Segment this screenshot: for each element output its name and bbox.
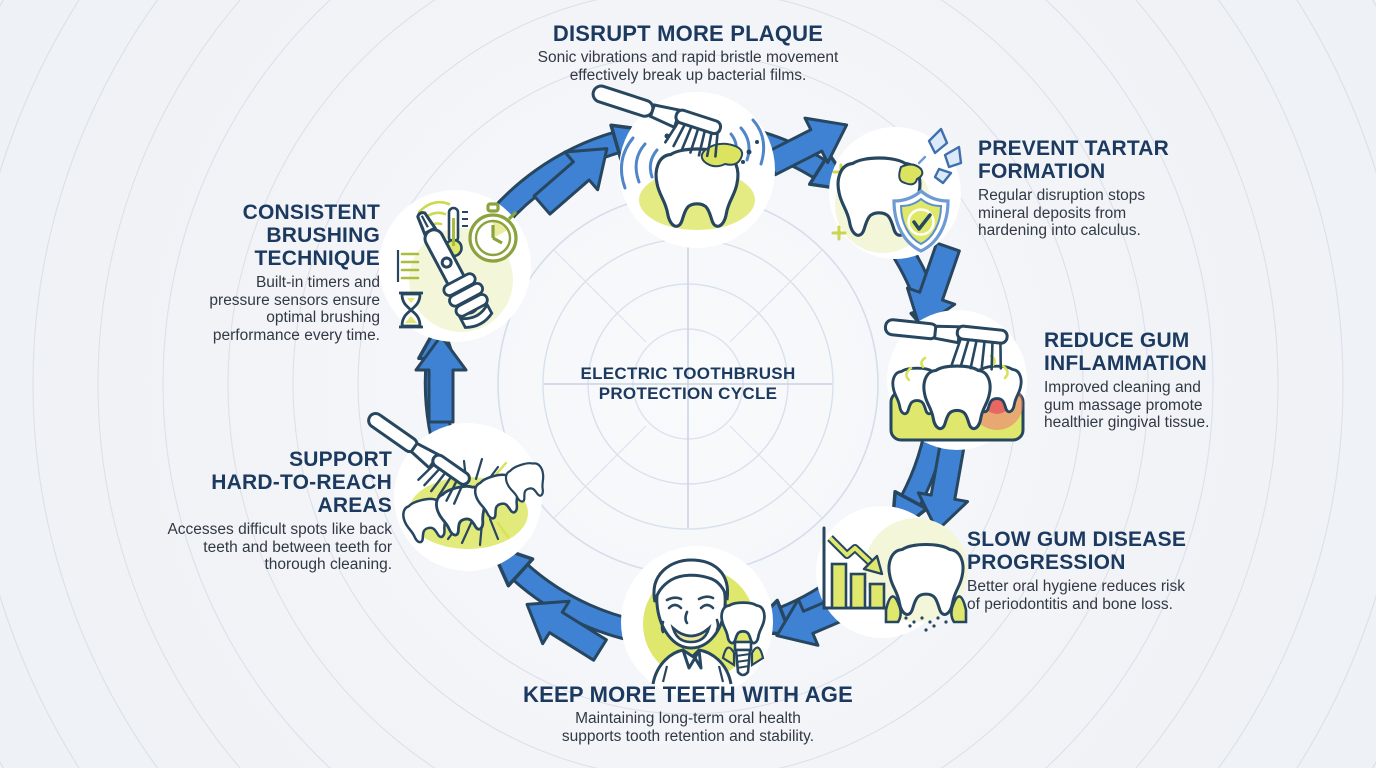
node-title: PREVENT TARTAR FORMATION xyxy=(978,137,1170,183)
node-slow-gum-disease: SLOW GUM DISEASE PROGRESSION Better oral… xyxy=(967,528,1192,613)
node-disrupt-plaque: DISRUPT MORE PLAQUE Sonic vibrations and… xyxy=(408,22,968,84)
node-reduce-gum-inflammation: REDUCE GUM INFLAMMATION Improved cleanin… xyxy=(1044,329,1244,432)
tooth-brush-vibration-icon xyxy=(591,84,766,230)
node-title: SUPPORT HARD-TO-REACH AREAS xyxy=(211,448,392,517)
node-title: DISRUPT MORE PLAQUE xyxy=(552,21,824,46)
arrow-right-to-bottomright xyxy=(916,442,970,533)
checklist-icon xyxy=(396,250,420,282)
node-title: CONSISTENT BRUSHING TECHNIQUE xyxy=(242,201,380,270)
cycle-center-title: ELECTRIC TOOTHBRUSH PROTECTION CYCLE xyxy=(580,364,796,403)
node-consistent-brushing: CONSISTENT BRUSHING TECHNIQUE Built-in t… xyxy=(150,201,380,344)
node-description: Accesses difficult spots like back teeth… xyxy=(167,521,392,573)
arrow-bottom-to-bottomleft xyxy=(525,599,608,662)
node-description: Better oral hygiene reduces risk of peri… xyxy=(967,578,1185,613)
node-description: Built-in timers and pressure sensors ens… xyxy=(209,274,380,344)
electric-toothbrush-in-hand xyxy=(416,211,494,329)
node-title: KEEP MORE TEETH WITH AGE xyxy=(523,682,853,707)
node-description: Sonic vibrations and rapid bristle movem… xyxy=(537,49,839,84)
gums-toothbrush-icon xyxy=(883,318,1025,442)
implant-tooth xyxy=(720,601,766,677)
back-teeth-sparkle-brush-icon xyxy=(367,412,551,549)
hourglass-icon xyxy=(399,291,423,329)
node-title: REDUCE GUM INFLAMMATION xyxy=(1044,329,1207,375)
node-title: SLOW GUM DISEASE PROGRESSION xyxy=(967,528,1187,574)
node-description: Maintaining long-term oral health suppor… xyxy=(561,710,815,745)
senior-tooth-implant-icon xyxy=(643,558,766,685)
tooth-shield-check-icon xyxy=(831,127,963,253)
cycle-step-arrows xyxy=(414,116,970,662)
node-keep-teeth-with-age: KEEP MORE TEETH WITH AGE Maintaining lon… xyxy=(408,683,968,745)
stopwatch-icon xyxy=(468,202,518,263)
arrow-top-to-topright xyxy=(763,116,849,177)
node-hard-to-reach-areas: SUPPORT HARD-TO-REACH AREAS Accesses dif… xyxy=(142,448,392,574)
declining-chart-tooth-icon xyxy=(822,518,968,632)
arrow-topright-to-right xyxy=(905,241,961,330)
node-prevent-tartar: PREVENT TARTAR FORMATION Regular disrupt… xyxy=(978,137,1178,240)
node-description: Regular disruption stops mineral deposit… xyxy=(978,187,1146,239)
node-description: Improved cleaning and gum massage promot… xyxy=(1044,379,1210,431)
arrow-left-to-top xyxy=(532,147,609,216)
hand-toothbrush-timer-icon xyxy=(396,200,518,332)
arrow-bottomleft-to-left xyxy=(414,334,468,424)
